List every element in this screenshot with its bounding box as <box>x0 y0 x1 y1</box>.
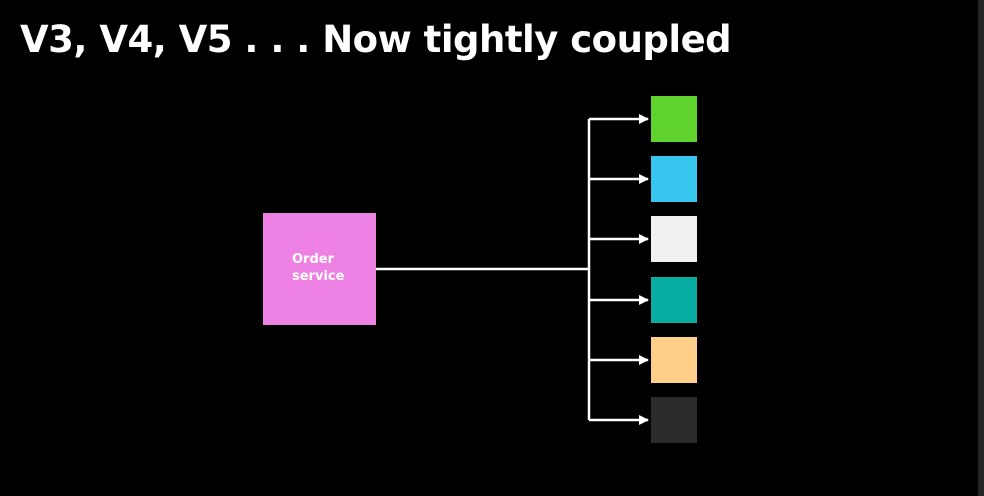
right-edge-border <box>978 0 984 496</box>
slide-title: V3, V4, V5 . . . Now tightly coupled <box>20 18 732 61</box>
order-service-box: Order service <box>263 213 376 325</box>
orange-square-icon <box>651 337 697 383</box>
connector-lines <box>376 114 649 425</box>
order-service-label: Order service <box>292 252 345 284</box>
dark-square-icon <box>651 397 697 443</box>
green-square-icon <box>651 96 697 142</box>
white-square-icon <box>651 216 697 262</box>
blue-square-icon <box>651 156 697 202</box>
teal-square-icon <box>651 277 697 323</box>
